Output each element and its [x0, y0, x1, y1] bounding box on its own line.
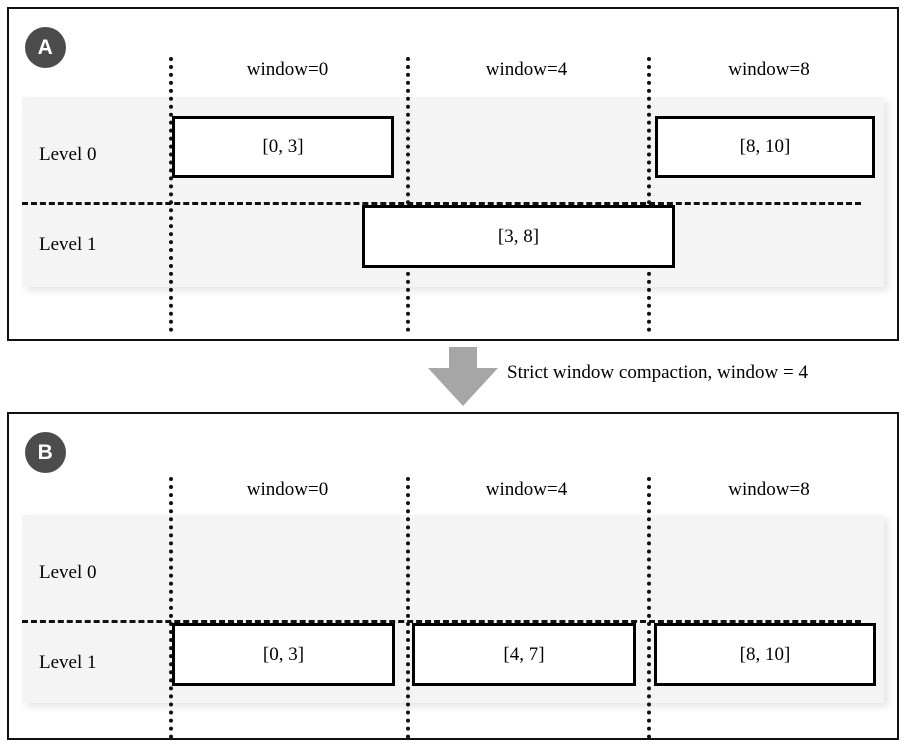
panel-b-window-separator-1: [406, 477, 410, 739]
panel-a-level-0-label: Level 0: [39, 144, 97, 165]
panel-b-sstable-0: [0, 3]: [172, 623, 395, 686]
panel-a-window-label-1: window=4: [485, 59, 568, 80]
panel-b-window-separator-0: [169, 477, 173, 739]
panel-b-badge: B: [25, 432, 66, 473]
panel-b-window-label-0: window=0: [246, 479, 329, 500]
panel-a-sstable-0: [0, 3]: [172, 116, 394, 178]
panel-a-badge: A: [25, 27, 66, 68]
panel-a-level-1-label: Level 1: [39, 234, 97, 255]
panel-b-sstable-1: [4, 7]: [412, 623, 636, 686]
panel-b-level-0-label: Level 0: [39, 562, 97, 583]
panel-a-window-label-2: window=8: [728, 59, 810, 80]
arrow-shaft: [449, 347, 477, 369]
panel-a-sstable-1: [8, 10]: [655, 116, 875, 178]
panel-b-window-label-2: window=8: [728, 479, 810, 500]
arrow-head: [428, 368, 498, 406]
down-arrow-icon: [428, 347, 498, 406]
transition-caption: Strict window compaction, window = 4: [507, 362, 808, 383]
panel-b-window-label-1: window=4: [485, 479, 568, 500]
panel-b-window-separator-2: [647, 477, 651, 739]
panel-a-window-separator-0: [169, 57, 173, 332]
panel-b-sstable-2: [8, 10]: [654, 623, 876, 686]
panel-a-window-separator-2: [647, 57, 651, 332]
panel-a-window-label-0: window=0: [246, 59, 329, 80]
panel-b: B window=0 window=4 window=8 Level 0 Lev…: [7, 412, 899, 740]
panel-a: A window=0 window=4 window=8 Level 0 Lev…: [7, 7, 899, 341]
panel-a-level-divider: [22, 202, 861, 205]
panel-a-sstable-2: [3, 8]: [362, 205, 675, 268]
panel-a-window-separator-1: [406, 57, 410, 332]
panel-b-level-1-label: Level 1: [39, 652, 97, 673]
panel-b-level-divider: [22, 620, 861, 623]
